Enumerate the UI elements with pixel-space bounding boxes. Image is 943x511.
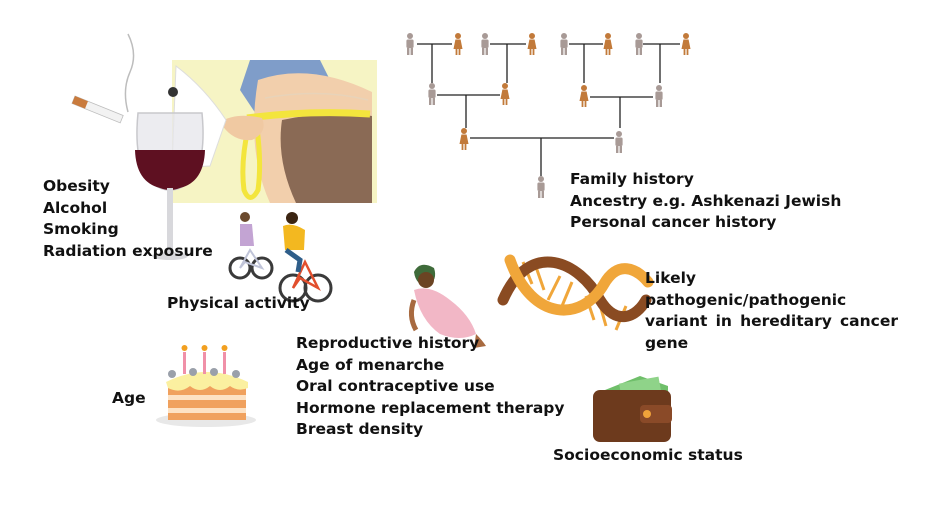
birthday-cake-icon bbox=[156, 345, 256, 427]
family-factors: Family history Ancestry e.g. Ashkenazi J… bbox=[570, 169, 841, 234]
physical-activity-label: Physical activity bbox=[167, 294, 310, 312]
factor-breast-density: Breast density bbox=[296, 420, 424, 438]
lifestyle-factors: Obesity Alcohol Smoking Radiation exposu… bbox=[43, 176, 213, 262]
factor-smoking: Smoking bbox=[43, 220, 119, 238]
pedigree-icon bbox=[406, 33, 691, 198]
factor-personal-history: Personal cancer history bbox=[570, 213, 777, 231]
dna-icon bbox=[497, 254, 654, 331]
reproductive-factors: Reproductive history Age of menarche Ora… bbox=[296, 333, 565, 441]
genetic-variant-label: Likely pathogenic/pathogenic variant in … bbox=[645, 269, 898, 352]
factor-oral-contraceptive: Oral contraceptive use bbox=[296, 377, 495, 395]
factor-obesity: Obesity bbox=[43, 177, 110, 195]
measuring-tape-icon bbox=[240, 109, 371, 200]
factor-family-history: Family history bbox=[570, 170, 694, 188]
cyclists-icon bbox=[228, 212, 333, 303]
factor-reproductive-history: Reproductive history bbox=[296, 334, 480, 352]
factor-alcohol: Alcohol bbox=[43, 198, 108, 217]
pregnant-woman-icon bbox=[408, 264, 486, 348]
wallet-icon bbox=[593, 376, 672, 442]
factor-menarche: Age of menarche bbox=[296, 355, 445, 374]
age-label: Age bbox=[112, 389, 146, 407]
cigarette-icon bbox=[71, 33, 135, 124]
factor-hrt: Hormone replacement therapy bbox=[296, 398, 565, 417]
socioeconomic-label: Socioeconomic status bbox=[553, 446, 743, 464]
factor-ancestry: Ancestry e.g. Ashkenazi Jewish bbox=[570, 191, 842, 210]
wine-glass-icon bbox=[135, 112, 205, 260]
factor-radiation: Radiation exposure bbox=[43, 241, 213, 260]
